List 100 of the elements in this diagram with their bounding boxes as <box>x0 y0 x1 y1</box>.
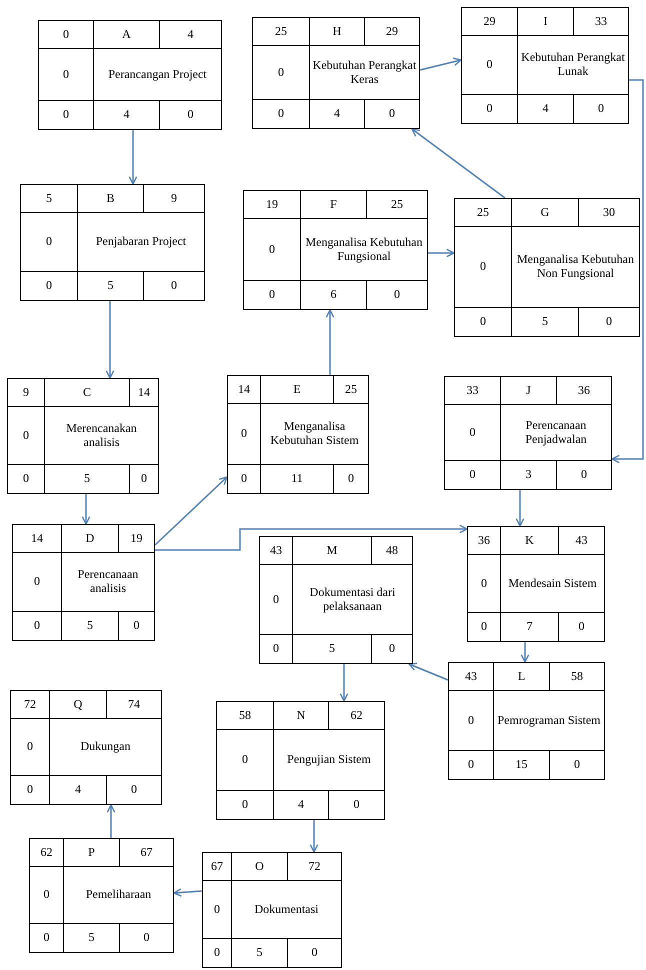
duration-value: 4 <box>310 100 365 128</box>
activity-description: Mendesain Sistem <box>501 555 604 613</box>
duration-value: 4 <box>94 101 160 129</box>
activity-node <box>20 184 205 301</box>
activity-letter: G <box>512 199 579 227</box>
early-start-value: 33 <box>445 377 501 405</box>
duration-value: 5 <box>78 272 144 300</box>
arrow <box>128 130 138 185</box>
late-finish-value: 0 <box>130 781 138 798</box>
activity-letter: K <box>501 527 559 555</box>
early-start-value: 25 <box>253 18 310 46</box>
activity-node <box>29 838 174 953</box>
activity-letter: J <box>501 377 557 405</box>
early-finish-value: 43 <box>559 527 604 555</box>
late-start-value: 0 <box>455 308 512 336</box>
activity-description: Perencanaan Penjadwalan <box>501 405 611 461</box>
early-start-value: 29 <box>462 8 518 36</box>
early-finish-value: 33 <box>574 8 628 36</box>
late-finish-value: 0 <box>578 618 586 636</box>
arrow <box>310 820 318 853</box>
activity-description: Pengujian Sistem <box>274 730 384 791</box>
early-finish-value: 72 <box>288 853 341 881</box>
activity-description: Penjabaran Project <box>78 213 204 272</box>
activity-letter: E <box>261 376 334 404</box>
early-finish-value: 58 <box>550 663 604 691</box>
late-start-value: 0 <box>244 281 301 309</box>
duration-value: 3 <box>501 461 557 489</box>
activity-node <box>467 526 605 642</box>
late-start-value: 0 <box>462 95 518 123</box>
duration-value: 4 <box>518 95 574 123</box>
early-start-value: 43 <box>260 537 293 565</box>
activity-description: Pemrograman Sistem <box>494 691 604 751</box>
activity-description: Kebutuhan Perangkat Keras <box>310 46 419 100</box>
arrow <box>326 309 334 375</box>
slack-value: 0 <box>203 881 232 939</box>
arrow <box>155 524 468 551</box>
slack-value: 0 <box>462 36 518 95</box>
late-finish-value: 0 <box>352 796 360 814</box>
activity-letter: P <box>64 839 120 867</box>
activity-node <box>216 701 385 820</box>
arrow <box>154 476 228 546</box>
activity-description: Pemeliharaan <box>64 867 173 924</box>
late-finish-value: 0 <box>597 100 605 118</box>
activity-node <box>7 378 159 494</box>
late-start-value: 0 <box>13 612 62 640</box>
activity-letter: C <box>45 379 130 407</box>
late-finish-value: 0 <box>388 640 396 658</box>
early-start-value: 14 <box>13 525 62 553</box>
activity-description: Menganalisa Kebutuhan Non Fungsional <box>512 227 639 308</box>
late-start-value: 0 <box>217 791 274 819</box>
early-finish-value: 62 <box>329 702 384 730</box>
activity-node <box>444 376 612 490</box>
activity-node <box>243 190 428 310</box>
duration-value: 5 <box>62 612 119 640</box>
arrow <box>520 642 530 663</box>
early-finish-value: 9 <box>144 185 204 213</box>
activity-description: Perencanaan analisis <box>62 553 154 612</box>
early-start-value: 0 <box>39 21 94 49</box>
activity-node <box>10 690 162 805</box>
slack-value: 0 <box>445 405 501 461</box>
early-start-value: 19 <box>244 191 301 219</box>
slack-value: 0 <box>228 404 261 465</box>
activity-node <box>38 20 222 130</box>
activity-description: Dokumentasi dari pelaksanaan <box>293 565 412 635</box>
activity-node <box>259 536 413 664</box>
early-finish-value: 74 <box>107 691 161 719</box>
duration-value: 15 <box>494 751 550 779</box>
activity-description: Kebutuhan Perangkat Lunak <box>518 36 628 95</box>
activity-letter: N <box>274 702 329 730</box>
activity-letter: Q <box>50 691 107 719</box>
duration-value: 5 <box>512 308 579 336</box>
early-finish-value: 29 <box>365 18 419 46</box>
activity-node <box>461 7 629 124</box>
duration-value: 7 <box>501 613 559 641</box>
late-finish-value: 0 <box>605 313 613 330</box>
late-start-value: 0 <box>39 101 94 129</box>
slack-value: 0 <box>21 213 78 272</box>
early-start-value: 36 <box>468 527 501 555</box>
early-start-value: 14 <box>228 376 261 404</box>
early-finish-value: 36 <box>557 377 611 405</box>
activity-letter: O <box>232 853 288 881</box>
duration-value: 5 <box>64 924 120 952</box>
activity-description: Menganalisa Kebutuhan Fungsional <box>301 219 427 281</box>
slack-value: 0 <box>217 730 274 791</box>
slack-value: 0 <box>8 407 45 465</box>
duration-value: 5 <box>232 939 288 967</box>
early-finish-value: 14 <box>130 379 158 407</box>
activity-description: Menganalisa Kebutuhan Sistem <box>261 404 368 465</box>
arrow <box>411 128 506 199</box>
activity-node <box>454 198 640 337</box>
duration-value: 11 <box>261 465 334 493</box>
late-finish-value: 0 <box>142 929 150 946</box>
late-finish-value: 0 <box>186 106 194 124</box>
slack-value: 0 <box>260 565 293 635</box>
late-start-value: 0 <box>228 465 261 493</box>
activity-node <box>252 17 420 129</box>
activity-description: Dukungan <box>50 719 161 776</box>
late-start-value: 0 <box>468 613 501 641</box>
late-finish-value: 0 <box>388 105 396 122</box>
late-start-value: 0 <box>8 465 45 493</box>
